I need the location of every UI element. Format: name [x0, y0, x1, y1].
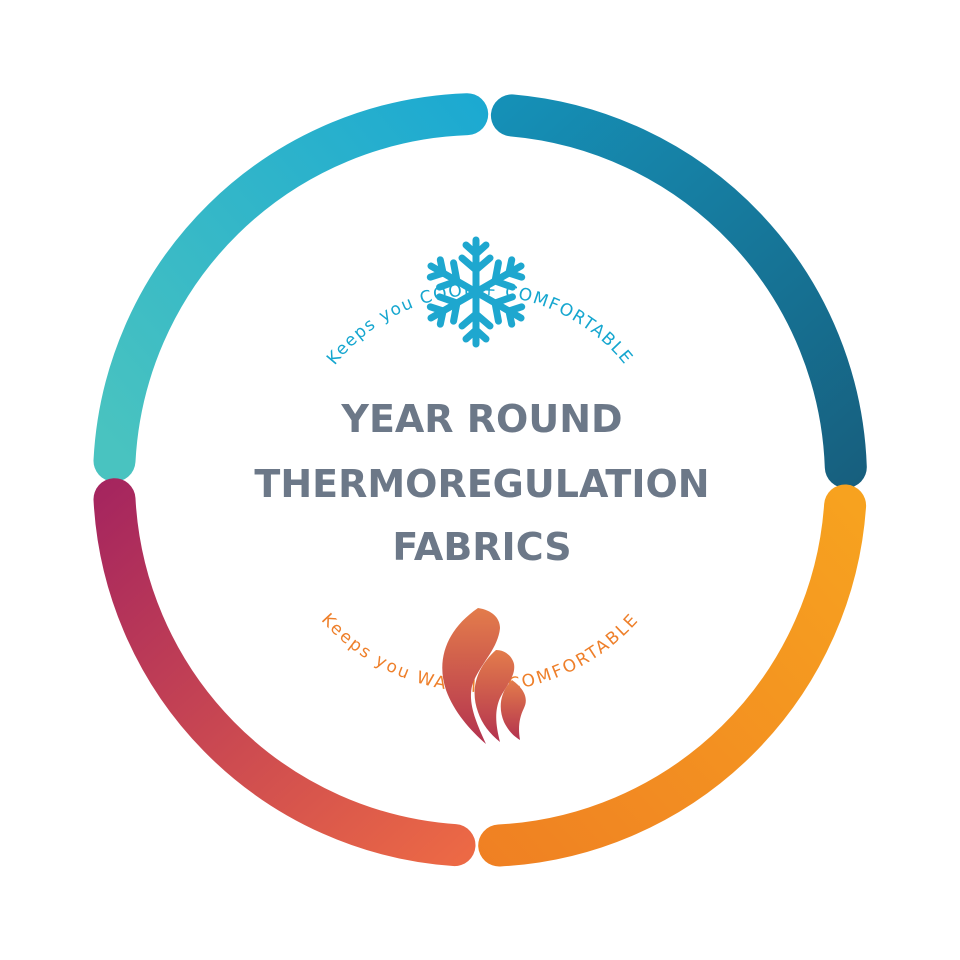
snowflake-icon: [424, 236, 528, 344]
summer-segment: [490, 94, 867, 489]
title-line-2: THERMOREGULATION: [254, 462, 709, 506]
title-line-3: FABRICS: [392, 525, 571, 569]
title-line-1: YEAR ROUND: [340, 397, 622, 441]
spring-segment: [93, 93, 489, 482]
page-title: YEAR ROUND THERMOREGULATION FABRICS: [254, 397, 709, 569]
fall-segment: [478, 484, 867, 867]
season-ring: [93, 93, 867, 867]
flame-icon: [442, 608, 526, 744]
season-label-fall: FALL: [717, 602, 773, 672]
season-label-spring: SPRING: [180, 276, 254, 381]
winter-segment: [93, 478, 476, 867]
